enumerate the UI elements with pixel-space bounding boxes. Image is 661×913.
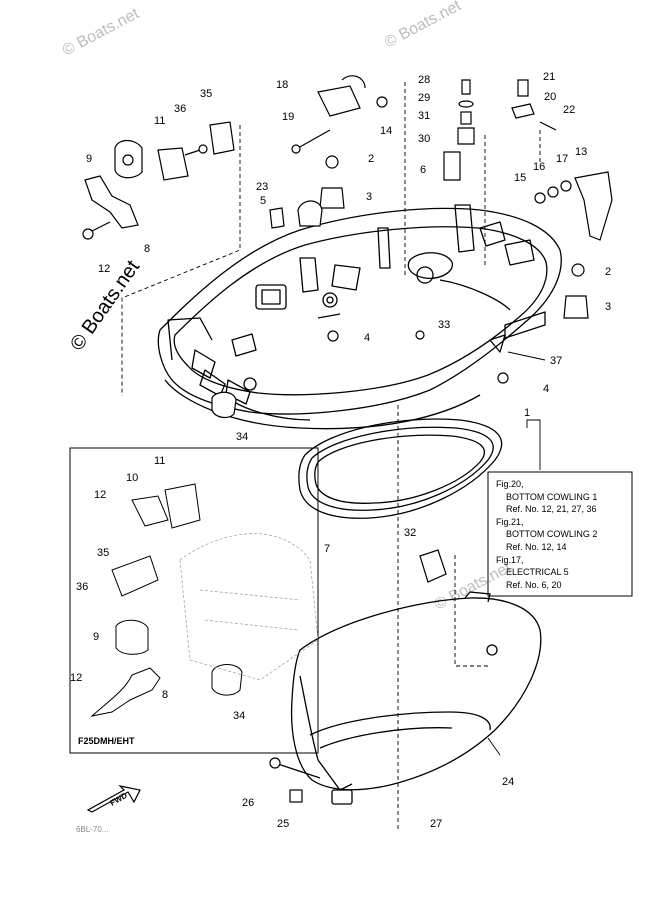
callout-leaders — [487, 351, 546, 756]
callout-29: 29 — [418, 92, 430, 104]
callout-10: 10 — [126, 472, 138, 484]
callout-36: 36 — [174, 103, 186, 115]
ref-line-2: BOTTOM COWLING 1 — [506, 491, 598, 502]
callout-9: 9 — [86, 153, 92, 165]
fwd-arrow: FWD — [86, 785, 141, 813]
gasket — [298, 418, 503, 519]
ref-line-3: Ref. No. 12, 21, 27, 36 — [506, 504, 597, 515]
callout-32: 32 — [404, 527, 416, 539]
callout-7: 7 — [324, 543, 330, 555]
watermark-top-left: © Boats.net — [60, 5, 142, 60]
leader-lines — [121, 82, 541, 830]
callout-17: 17 — [556, 153, 568, 165]
callout-35: 35 — [200, 88, 212, 100]
callout-11b: 11 — [154, 455, 165, 467]
callout-labels: 1 2 2 3 3 4 4 5 6 7 8 8 9 9 10 11 11 12 … — [70, 71, 611, 830]
ref-line-4: Fig.21, — [496, 516, 524, 527]
ref-line-7: Fig.17, — [496, 554, 524, 565]
callout-35b: 35 — [97, 547, 109, 559]
inset-frame — [69, 447, 319, 754]
ref-line-1: Fig.20, — [496, 479, 524, 489]
bottom-cowling-lower — [290, 591, 542, 805]
inset-engine-ghost — [179, 533, 319, 681]
callout-34b: 34 — [233, 710, 245, 722]
callout-13: 13 — [575, 146, 587, 158]
callout-3b: 3 — [605, 301, 611, 313]
ref-line-6: Ref. No. 12, 14 — [506, 541, 567, 552]
callout-26: 26 — [242, 797, 254, 809]
callout-30: 30 — [418, 133, 430, 145]
callout-9b: 9 — [93, 631, 99, 643]
callout-12: 12 — [98, 263, 110, 275]
reference-box: Fig.20, BOTTOM COWLING 1 Ref. No. 12, 21… — [488, 472, 632, 596]
callout-33: 33 — [438, 319, 450, 331]
callout-2b: 2 — [605, 266, 611, 278]
callout-23: 23 — [256, 181, 268, 193]
callout-12c: 12 — [70, 672, 82, 684]
callout-20: 20 — [544, 91, 556, 103]
inset-title: F25DMH/EHT — [78, 736, 135, 746]
callout-21: 21 — [543, 71, 555, 83]
callout-11: 11 — [154, 115, 165, 127]
callout-15: 15 — [514, 172, 526, 184]
callout-3: 3 — [366, 191, 372, 203]
callout-8: 8 — [144, 243, 150, 255]
callout-12b: 12 — [94, 489, 106, 501]
callout-5: 5 — [260, 195, 266, 207]
small-parts — [82, 75, 613, 803]
footer-code: 6BL-70... — [76, 825, 108, 834]
callout-24: 24 — [502, 776, 514, 788]
callout-25: 25 — [277, 818, 289, 830]
callout-16: 16 — [533, 161, 545, 173]
callout-1: 1 — [524, 407, 530, 419]
callout-4: 4 — [364, 332, 370, 344]
callout-4b: 4 — [543, 383, 549, 395]
callout-34: 34 — [236, 431, 248, 443]
callout-14: 14 — [380, 125, 392, 137]
callout-36b: 36 — [76, 581, 88, 593]
callout-18: 18 — [276, 79, 288, 91]
watermark-top-right: © Boats.net — [382, 0, 464, 52]
callout-19: 19 — [282, 111, 294, 123]
ref-line-9: Ref. No. 6, 20 — [506, 579, 562, 590]
reference-box-frame — [487, 471, 633, 597]
callout-31: 31 — [418, 110, 430, 122]
callout-22: 22 — [563, 104, 575, 116]
callout-6: 6 — [420, 164, 426, 176]
ref-line-8: ELECTRICAL 5 — [506, 567, 569, 578]
callout-27: 27 — [430, 818, 442, 830]
callout-2: 2 — [368, 153, 374, 165]
ref-line-5: BOTTOM COWLING 2 — [506, 529, 598, 540]
callout-37: 37 — [550, 355, 562, 367]
callout-8b: 8 — [162, 689, 168, 701]
callout-28: 28 — [418, 74, 430, 86]
